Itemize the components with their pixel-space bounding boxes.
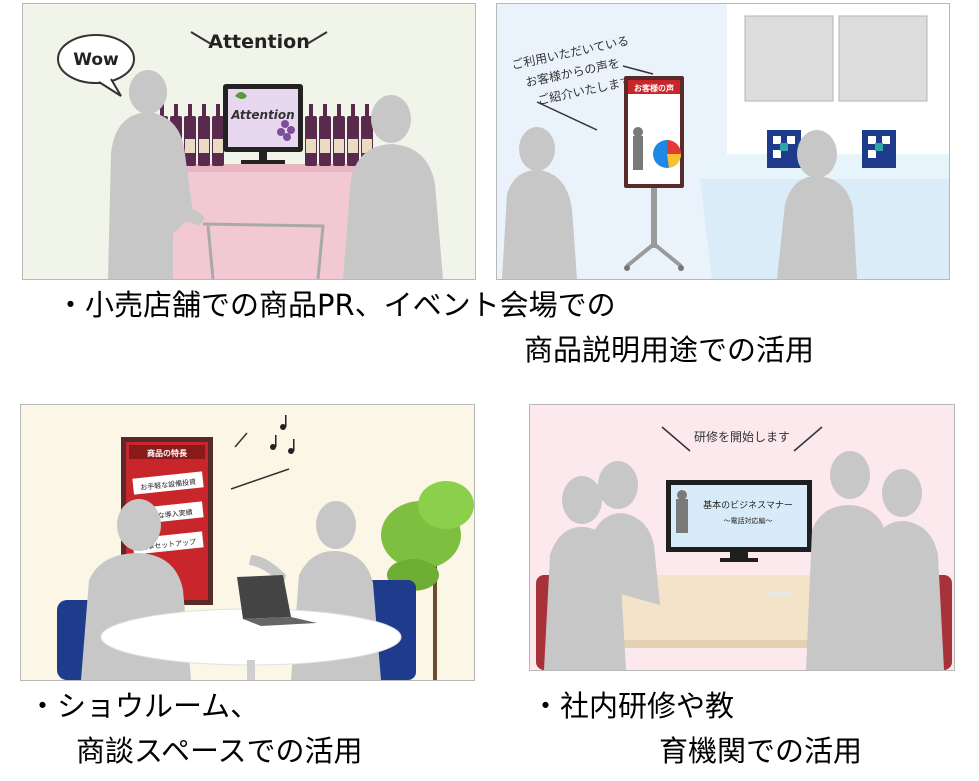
- wow-text: Wow: [73, 50, 119, 70]
- signage-title: お客様の声: [634, 83, 674, 93]
- signage-title: 商品の特長: [147, 448, 188, 458]
- event-scene-panel: ご利用いただいている お客様からの声を ご紹介いたします。 お客様の声: [496, 3, 950, 280]
- training-scene-illustration: 研修を開始します 基本のビジネスマナー ～電話対応編～: [536, 426, 952, 670]
- music-notes-icon: [270, 415, 295, 454]
- visitor-left-silhouette: [502, 127, 577, 279]
- attention-header: Attention: [208, 31, 309, 53]
- wow-speech-bubble: [57, 34, 135, 84]
- qr-box-right: [862, 130, 896, 168]
- retail-event-caption-line2: 商品説明用途での活用: [524, 332, 814, 368]
- retail-scene-illustration: Attention Attention Wow: [57, 31, 443, 279]
- signage-monitor: [223, 84, 303, 164]
- retail-event-caption: ・小売店舗での商品PR、イベント会場での: [56, 287, 616, 323]
- caption-line-2: 商談スペースでの活用: [76, 734, 363, 768]
- caption-line-1: ・小売店舗での商品PR、イベント会場での: [56, 288, 616, 322]
- monitor-attention-text: Attention: [230, 108, 294, 122]
- screen-subtitle: ～電話対応編～: [724, 516, 773, 525]
- man-silhouette: [343, 95, 443, 279]
- laptop: [237, 575, 317, 626]
- training-caption: ・社内研修や教: [531, 688, 734, 724]
- training-caption-line2: 育機関での活用: [659, 733, 862, 769]
- caption-line-1: ・ショウルーム、: [28, 689, 260, 723]
- qr-box-left: [767, 130, 801, 168]
- woman-silhouette: [108, 70, 205, 279]
- showroom-caption: ・ショウルーム、: [28, 688, 259, 724]
- trainee-silhouette-2: [588, 461, 660, 605]
- shopping-cart: [202, 222, 325, 279]
- caption-line-2: 育機関での活用: [659, 734, 863, 768]
- caption-line-1: ・社内研修や教: [531, 689, 735, 723]
- signage-stand: [624, 76, 684, 271]
- training-monitor: [666, 480, 812, 562]
- training-scene-panel: 研修を開始します 基本のビジネスマナー ～電話対応編～: [529, 404, 955, 671]
- trainee-silhouette-4: [866, 469, 944, 670]
- showroom-scene-illustration: 商品の特長 お手軽な設備投資 豊富な導入実績 簡単セットアップ: [57, 415, 474, 680]
- showroom-scene-panel: 商品の特長 お手軽な設備投資 豊富な導入実績 簡単セットアップ: [20, 404, 475, 681]
- screen-title: 基本のビジネスマナー: [703, 499, 793, 511]
- caption-line-2: 商品説明用途での活用: [524, 333, 815, 367]
- showroom-caption-line2: 商談スペースでの活用: [76, 733, 363, 769]
- training-header: 研修を開始します: [694, 429, 790, 444]
- retail-scene-panel: Attention Attention Wow: [22, 3, 476, 280]
- event-scene-illustration: ご利用いただいている お客様からの声を ご紹介いたします。 お客様の声: [497, 4, 949, 279]
- visitor-right-silhouette: [777, 130, 857, 279]
